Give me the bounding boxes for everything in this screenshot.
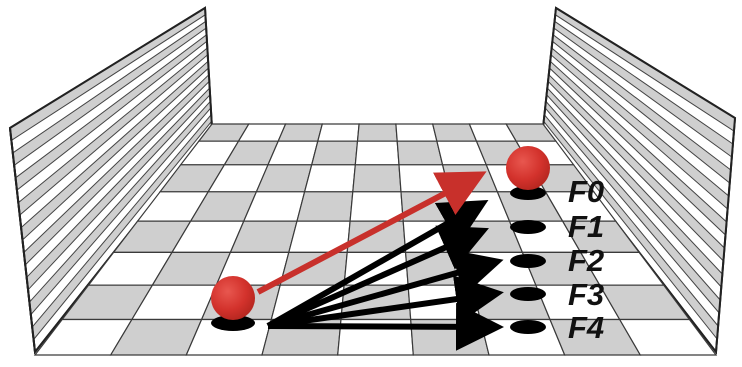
target-shadow-f2: [510, 254, 546, 268]
left-wall: [8, 6, 214, 355]
force-arrow-f1: [266, 225, 489, 329]
force-arrow-f4: [267, 302, 504, 351]
floor-tile: [277, 123, 324, 142]
floor-tile: [398, 164, 450, 193]
target-label-f1: F1: [568, 209, 604, 244]
floor-tile: [618, 318, 718, 356]
target-label-f4: F4: [568, 310, 604, 345]
ball-shadow: [211, 315, 255, 331]
floor-tile: [400, 191, 458, 222]
floor-tile: [279, 251, 348, 286]
red-sphere-target: [506, 146, 550, 190]
target-shadow-f3: [510, 287, 546, 301]
floor-tile: [346, 220, 407, 253]
target-label-f3: F3: [568, 277, 604, 312]
right-wall: [541, 6, 737, 355]
left-wall-stripes: [9, 7, 213, 341]
floor-tile: [317, 123, 360, 142]
ball-trajectory-arrow: [256, 171, 487, 295]
floor-tile: [310, 140, 359, 166]
floor-tile: [395, 123, 438, 142]
force-arrow-f3: [267, 275, 504, 329]
red-sphere-start: [211, 276, 255, 320]
floor-tile: [402, 220, 465, 253]
floor-tile: [396, 140, 444, 166]
floor-tile: [356, 123, 398, 142]
floor-tile: [303, 164, 356, 193]
target-shadow-f4: [510, 320, 546, 334]
target-shadow-f1: [510, 220, 546, 234]
target-label-f0: F0: [568, 174, 604, 209]
floor-tile: [352, 164, 402, 193]
target-label-f2: F2: [568, 243, 604, 278]
floor-tile: [354, 140, 400, 166]
force-arrow-f2: [267, 249, 504, 329]
target-shadow-f0: [510, 186, 546, 200]
right-wall-stripes: [543, 7, 736, 341]
floor-tile: [296, 191, 354, 222]
force-arrows: [266, 200, 504, 351]
